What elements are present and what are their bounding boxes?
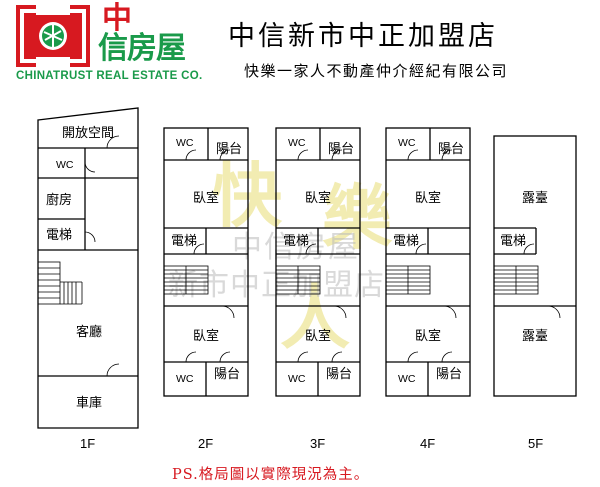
- room-terrace: 露臺: [522, 191, 548, 206]
- room-balcony: 陽台: [328, 142, 354, 157]
- floor-3f: [275, 127, 361, 397]
- room-elevator: 電梯: [393, 234, 419, 249]
- floor-label-4f: 4F: [420, 436, 435, 451]
- room-balcony: 陽台: [326, 367, 352, 382]
- room-open-space: 開放空間: [62, 126, 114, 141]
- floor-2f: [163, 127, 249, 397]
- floor-5f: [493, 135, 577, 397]
- floor-4f: [385, 127, 471, 397]
- room-bedroom: 臥室: [305, 190, 331, 206]
- room-balcony: 陽台: [216, 142, 242, 157]
- room-balcony: 陽台: [438, 142, 464, 157]
- room-elevator: 電梯: [500, 234, 526, 249]
- floor-1f: [37, 107, 139, 429]
- room-balcony: 陽台: [436, 367, 462, 382]
- room-bedroom: 臥室: [415, 190, 441, 206]
- room-bedroom: 臥室: [193, 328, 219, 344]
- disclaimer-note: PS.格局圖以實際現況為主。: [172, 467, 370, 483]
- brand-cn-line2: 信房屋: [98, 31, 186, 66]
- chinatrust-logo-icon: [16, 5, 90, 67]
- store-title: 中信新市中正加盟店: [228, 21, 498, 52]
- floor-label-3f: 3F: [310, 436, 325, 451]
- room-bedroom: 臥室: [415, 328, 441, 344]
- room-wc: WC: [176, 373, 194, 385]
- room-living: 客廳: [76, 324, 102, 340]
- room-kitchen: 廚房: [46, 192, 72, 208]
- room-elevator: 電梯: [283, 234, 309, 249]
- room-elevator: 電梯: [171, 234, 197, 249]
- room-garage: 車庫: [76, 396, 102, 411]
- room-elevator: 電梯: [46, 228, 72, 243]
- floor-label-1f: 1F: [80, 436, 95, 451]
- brand-en-name: CHINATRUST REAL ESTATE CO.: [16, 70, 203, 82]
- room-wc: WC: [56, 159, 74, 171]
- brand-logo-text: 中 信房屋: [98, 4, 198, 64]
- room-wc: WC: [288, 137, 306, 149]
- room-terrace: 露臺: [522, 329, 548, 344]
- brand-cn-line1: 中: [102, 1, 132, 36]
- company-name: 快樂一家人不動產仲介經紀有限公司: [244, 62, 509, 80]
- room-balcony: 陽台: [214, 367, 240, 382]
- floor-label-5f: 5F: [528, 436, 543, 451]
- room-wc: WC: [176, 137, 194, 149]
- room-wc: WC: [398, 373, 416, 385]
- room-wc: WC: [398, 137, 416, 149]
- floor-label-2f: 2F: [198, 436, 213, 451]
- room-bedroom: 臥室: [305, 328, 331, 344]
- room-bedroom: 臥室: [193, 190, 219, 206]
- room-wc: WC: [288, 373, 306, 385]
